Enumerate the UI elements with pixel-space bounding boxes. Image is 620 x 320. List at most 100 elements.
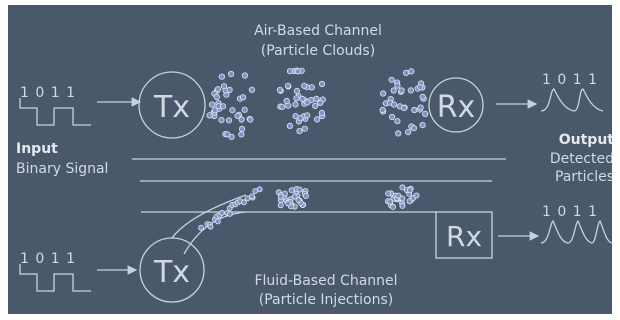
particle xyxy=(389,203,396,210)
particle xyxy=(410,125,417,132)
particle xyxy=(285,102,292,109)
particle xyxy=(226,211,233,217)
output-subtitle-line1: Detected xyxy=(550,151,612,167)
fluid-channel-subtitle: (Particle Injections) xyxy=(259,292,393,308)
particle xyxy=(399,202,406,209)
particle xyxy=(226,86,233,94)
particle xyxy=(256,186,263,193)
output-waveform-bottom xyxy=(540,220,612,244)
particle xyxy=(408,68,415,75)
particle xyxy=(297,115,304,122)
particle xyxy=(296,186,303,193)
particle xyxy=(238,125,246,133)
particle xyxy=(240,94,247,101)
particle xyxy=(385,190,392,197)
particle xyxy=(277,202,284,209)
particle xyxy=(225,117,233,124)
particle xyxy=(407,87,414,94)
particle xyxy=(249,193,255,200)
particle xyxy=(301,82,308,89)
particle xyxy=(304,112,311,119)
output-bits-top: 1 0 1 1 xyxy=(542,72,598,88)
particle xyxy=(390,87,397,94)
particle xyxy=(313,116,321,123)
particle xyxy=(241,199,247,206)
particle xyxy=(417,84,424,91)
particle-injection-1 xyxy=(275,185,309,210)
input-title: Input xyxy=(16,141,58,157)
particle xyxy=(318,80,326,88)
diagram-canvas: Air-Based Channel (Particle Clouds) 1 0 … xyxy=(8,5,612,314)
particle xyxy=(399,184,406,191)
particle-cloud-1 xyxy=(206,70,255,140)
air-channel-subtitle: (Particle Clouds) xyxy=(261,43,375,59)
injection-tube-lower xyxy=(171,194,247,239)
particle xyxy=(293,87,301,95)
input-bits-bottom: 1 0 1 1 xyxy=(20,251,76,267)
particle xyxy=(379,106,386,114)
particle xyxy=(224,131,231,138)
particle xyxy=(317,99,324,107)
particle-cloud-3 xyxy=(379,68,429,137)
particle xyxy=(296,128,303,135)
particle xyxy=(288,187,295,194)
particle xyxy=(302,192,309,199)
output-bits-bottom: 1 0 1 1 xyxy=(542,204,598,220)
particle xyxy=(286,68,294,75)
transmitter-fluid xyxy=(139,237,205,303)
particle-cloud-2 xyxy=(276,67,326,135)
receiver-air xyxy=(428,77,484,133)
input-waveform-top xyxy=(19,98,91,126)
particle xyxy=(291,193,298,200)
transmitter-fluid-label: Tx xyxy=(153,255,190,290)
molecular-communication-diagram: Air-Based Channel (Particle Clouds) 1 0 … xyxy=(16,23,612,308)
particle xyxy=(214,218,221,225)
particle xyxy=(312,102,319,110)
particle xyxy=(284,82,292,89)
particle xyxy=(390,101,398,108)
fluid-channel-title: Fluid-Based Channel xyxy=(254,273,397,289)
particle xyxy=(398,87,405,94)
particle xyxy=(406,198,413,205)
output-waveform-top xyxy=(540,88,604,112)
particle xyxy=(241,106,248,113)
particle xyxy=(394,82,401,89)
particle xyxy=(299,95,306,103)
particle xyxy=(294,68,302,75)
particle xyxy=(295,197,302,204)
particle xyxy=(419,122,426,129)
particle xyxy=(422,110,429,118)
particle xyxy=(234,112,241,119)
particle xyxy=(218,73,225,80)
particle xyxy=(394,118,401,125)
particle xyxy=(248,86,255,93)
particle xyxy=(304,99,311,106)
particle xyxy=(400,104,408,112)
transmitter-air-label: Tx xyxy=(153,90,190,125)
particle xyxy=(405,129,412,136)
particle xyxy=(411,106,418,114)
particle xyxy=(209,101,216,108)
particle xyxy=(388,76,395,83)
input-bits-top: 1 0 1 1 xyxy=(20,85,76,101)
particle xyxy=(286,122,293,130)
transmitter-air xyxy=(138,71,206,139)
input-waveform-bottom xyxy=(19,264,91,292)
particle-injection-2 xyxy=(384,184,420,210)
air-channel-title: Air-Based Channel xyxy=(254,23,382,39)
particle xyxy=(388,113,396,121)
particle xyxy=(318,109,325,117)
particle xyxy=(214,86,221,93)
particle xyxy=(276,86,283,94)
particle xyxy=(238,131,245,138)
particle xyxy=(285,200,292,207)
particle xyxy=(402,69,410,77)
particle xyxy=(228,70,235,78)
particle xyxy=(292,101,299,108)
particle xyxy=(281,190,288,197)
particle xyxy=(213,93,220,101)
particle xyxy=(277,193,284,200)
particle xyxy=(399,195,406,202)
receiver-fluid-label: Rx xyxy=(446,220,482,253)
particle xyxy=(220,83,228,90)
